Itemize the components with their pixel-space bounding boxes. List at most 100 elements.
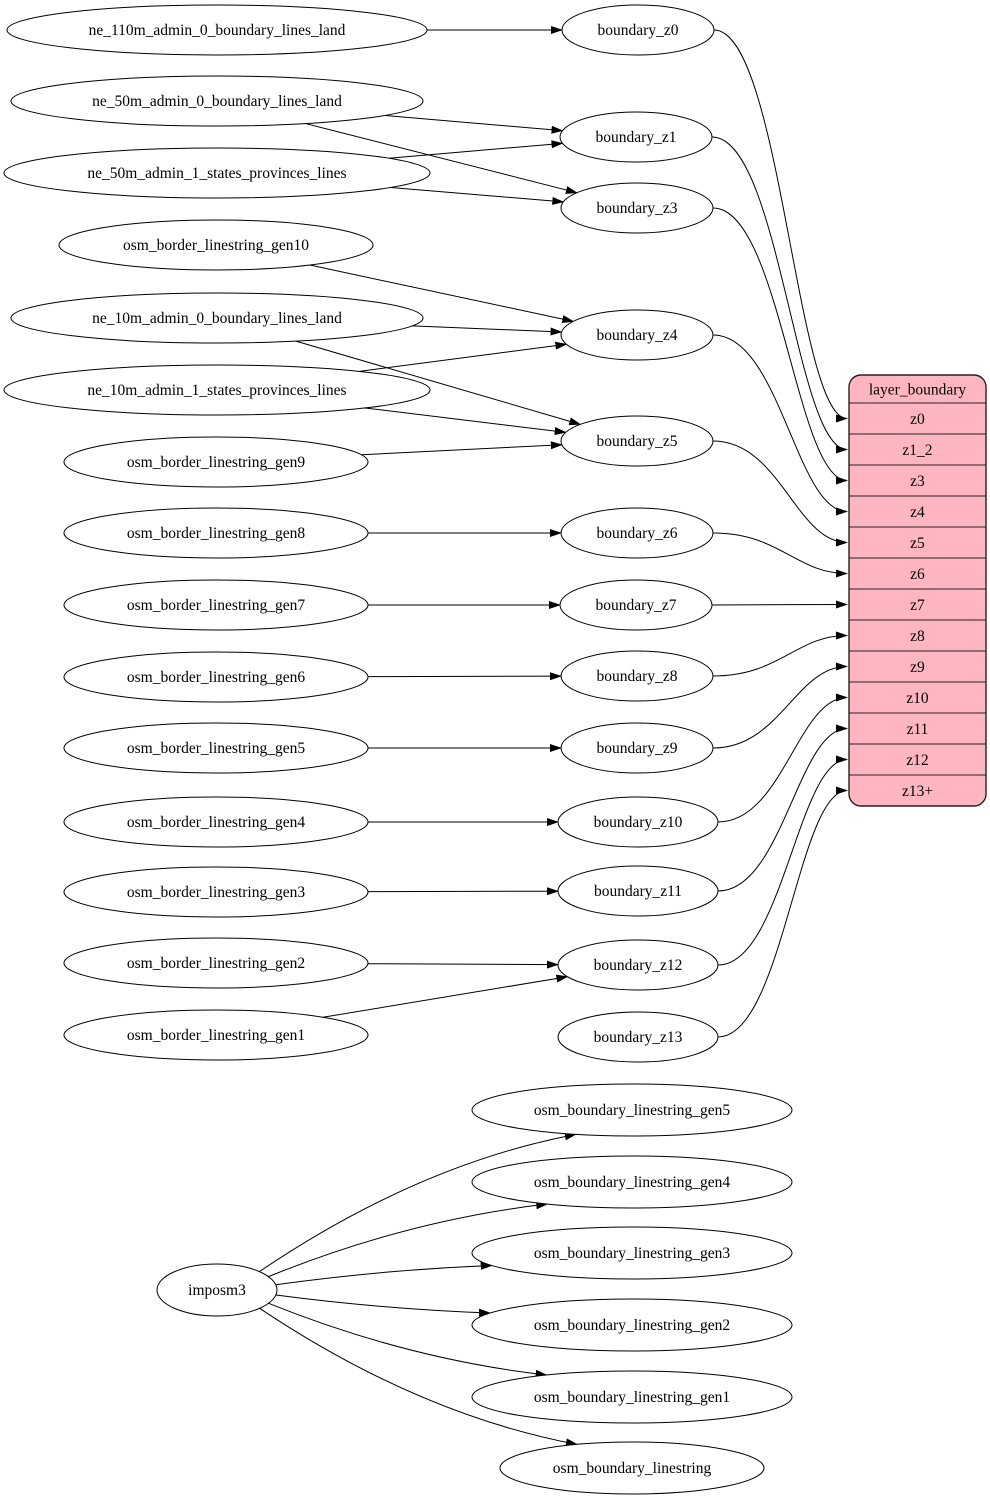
node-boundary_z11: boundary_z11 bbox=[557, 865, 719, 917]
node-boundary_z9: boundary_z9 bbox=[560, 722, 714, 774]
node-boundary_z7: boundary_z7 bbox=[559, 579, 713, 631]
node-osm_border_linestring_gen5: osm_border_linestring_gen5 bbox=[63, 722, 369, 774]
node-shape-ne_110m_admin_0_boundary_lines_land bbox=[6, 4, 428, 56]
table-layer_boundary: layer_boundaryz0z1_2z3z4z5z6z7z8z9z10z11… bbox=[848, 374, 987, 807]
node-label-osm_border_linestring_gen1: osm_border_linestring_gen1 bbox=[127, 1027, 305, 1044]
node-osm_border_linestring_gen8: osm_border_linestring_gen8 bbox=[63, 507, 369, 559]
node-shape-boundary_z12 bbox=[557, 939, 719, 991]
node-shape-osm_border_linestring_gen3 bbox=[63, 866, 369, 918]
node-label-osm_boundary_linestring_gen3: osm_boundary_linestring_gen3 bbox=[534, 1245, 731, 1262]
node-ne_110m_admin_0_boundary_lines_land: ne_110m_admin_0_boundary_lines_land bbox=[6, 4, 428, 56]
table-layer: layer_boundaryz0z1_2z3z4z5z6z7z8z9z10z11… bbox=[848, 374, 987, 807]
node-label-osm_border_linestring_gen4: osm_border_linestring_gen4 bbox=[127, 814, 305, 831]
table-row-z12: z12 bbox=[906, 752, 928, 769]
node-shape-boundary_z13 bbox=[557, 1011, 719, 1063]
node-shape-boundary_z4 bbox=[560, 309, 714, 361]
node-label-osm_boundary_linestring_gen4: osm_boundary_linestring_gen4 bbox=[534, 1174, 731, 1191]
edge-osm_border_linestring_gen1-to-boundary_z12 bbox=[322, 974, 569, 1018]
node-shape-osm_boundary_linestring_gen1 bbox=[471, 1370, 793, 1424]
node-label-osm_boundary_linestring: osm_boundary_linestring bbox=[553, 1460, 712, 1477]
node-label-imposm3: imposm3 bbox=[188, 1282, 246, 1299]
edge-boundary_z7-to-layer_boundary-z7 bbox=[711, 600, 848, 609]
node-osm_boundary_linestring_gen4: osm_boundary_linestring_gen4 bbox=[471, 1155, 793, 1209]
node-label-boundary_z13: boundary_z13 bbox=[594, 1029, 683, 1046]
node-shape-boundary_z5 bbox=[560, 415, 714, 467]
node-osm_border_linestring_gen6: osm_border_linestring_gen6 bbox=[63, 651, 369, 703]
edge-imposm3-to-osm_boundary_linestring_gen1 bbox=[268, 1302, 548, 1378]
node-osm_border_linestring_gen7: osm_border_linestring_gen7 bbox=[63, 579, 369, 631]
node-boundary_z4: boundary_z4 bbox=[560, 309, 714, 361]
edge-boundary_z5-to-layer_boundary-z5 bbox=[712, 440, 848, 547]
edge-ne_10m_admin_1_states_provinces_lines-to-boundary_z5 bbox=[364, 407, 567, 435]
node-ne_10m_admin_1_states_provinces_lines: ne_10m_admin_1_states_provinces_lines bbox=[3, 364, 431, 416]
node-osm_boundary_linestring: osm_boundary_linestring bbox=[499, 1441, 765, 1495]
edge-boundary_z4-to-layer_boundary-z4 bbox=[712, 334, 848, 516]
edge-ne_10m_admin_1_states_provinces_lines-to-boundary_z4 bbox=[359, 341, 568, 372]
node-label-ne_50m_admin_1_states_provinces_lines: ne_50m_admin_1_states_provinces_lines bbox=[87, 165, 346, 182]
node-shape-boundary_z10 bbox=[557, 796, 719, 848]
node-shape-ne_10m_admin_1_states_provinces_lines bbox=[3, 364, 431, 416]
node-label-boundary_z12: boundary_z12 bbox=[594, 957, 683, 974]
node-shape-boundary_z9 bbox=[560, 722, 714, 774]
node-label-osm_boundary_linestring_gen1: osm_boundary_linestring_gen1 bbox=[534, 1389, 730, 1406]
edge-boundary_z0-to-layer_boundary-z0 bbox=[713, 29, 848, 423]
node-label-osm_border_linestring_gen8: osm_border_linestring_gen8 bbox=[127, 525, 305, 542]
node-osm_border_linestring_gen2: osm_border_linestring_gen2 bbox=[63, 937, 369, 989]
node-shape-osm_border_linestring_gen9 bbox=[63, 436, 369, 488]
node-label-osm_boundary_linestring_gen2: osm_boundary_linestring_gen2 bbox=[534, 1317, 730, 1334]
node-osm_boundary_linestring_gen1: osm_boundary_linestring_gen1 bbox=[471, 1370, 793, 1424]
node-osm_boundary_linestring_gen5: osm_boundary_linestring_gen5 bbox=[471, 1083, 793, 1137]
node-label-boundary_z4: boundary_z4 bbox=[597, 327, 678, 344]
node-boundary_z0: boundary_z0 bbox=[561, 4, 715, 56]
node-label-boundary_z8: boundary_z8 bbox=[597, 668, 678, 685]
node-label-boundary_z9: boundary_z9 bbox=[597, 740, 678, 757]
node-imposm3: imposm3 bbox=[156, 1263, 278, 1317]
node-shape-ne_10m_admin_0_boundary_lines_land bbox=[10, 292, 424, 344]
node-shape-osm_border_linestring_gen5 bbox=[63, 722, 369, 774]
node-shape-osm_border_linestring_gen2 bbox=[63, 937, 369, 989]
node-boundary_z5: boundary_z5 bbox=[560, 415, 714, 467]
node-shape-osm_border_linestring_gen10 bbox=[58, 219, 374, 271]
node-boundary_z12: boundary_z12 bbox=[557, 939, 719, 991]
node-label-boundary_z1: boundary_z1 bbox=[596, 129, 677, 146]
node-shape-imposm3 bbox=[156, 1263, 278, 1317]
node-label-boundary_z6: boundary_z6 bbox=[597, 525, 678, 542]
nodes-layer: ne_110m_admin_0_boundary_lines_land ne_50… bbox=[3, 4, 793, 1495]
node-osm_border_linestring_gen3: osm_border_linestring_gen3 bbox=[63, 866, 369, 918]
node-label-osm_border_linestring_gen2: osm_border_linestring_gen2 bbox=[127, 955, 305, 972]
edge-osm_border_linestring_gen10-to-boundary_z4 bbox=[309, 264, 575, 323]
node-shape-osm_boundary_linestring_gen2 bbox=[471, 1298, 793, 1352]
node-shape-ne_50m_admin_1_states_provinces_lines bbox=[3, 147, 431, 199]
node-ne_50m_admin_0_boundary_lines_land: ne_50m_admin_0_boundary_lines_land bbox=[10, 75, 424, 127]
edge-imposm3-to-osm_boundary_linestring_gen4 bbox=[268, 1201, 549, 1278]
node-boundary_z13: boundary_z13 bbox=[557, 1011, 719, 1063]
node-shape-osm_border_linestring_gen4 bbox=[63, 796, 369, 848]
node-label-ne_110m_admin_0_boundary_lines_land: ne_110m_admin_0_boundary_lines_land bbox=[89, 22, 346, 39]
edge-ne_50m_admin_1_states_provinces_lines-to-boundary_z1 bbox=[388, 140, 564, 159]
node-shape-osm_boundary_linestring_gen5 bbox=[471, 1083, 793, 1137]
node-label-osm_border_linestring_gen5: osm_border_linestring_gen5 bbox=[127, 740, 305, 757]
edges-layer bbox=[259, 26, 848, 1447]
table-row-z0: z0 bbox=[910, 411, 925, 428]
node-shape-osm_border_linestring_gen6 bbox=[63, 651, 369, 703]
node-label-ne_50m_admin_0_boundary_lines_land: ne_50m_admin_0_boundary_lines_land bbox=[92, 93, 342, 110]
node-boundary_z3: boundary_z3 bbox=[560, 182, 714, 234]
node-boundary_z8: boundary_z8 bbox=[560, 650, 714, 702]
node-shape-osm_border_linestring_gen7 bbox=[63, 579, 369, 631]
edge-boundary_z11-to-layer_boundary-z11 bbox=[717, 724, 848, 892]
node-label-osm_border_linestring_gen3: osm_border_linestring_gen3 bbox=[127, 884, 305, 901]
node-osm_boundary_linestring_gen3: osm_boundary_linestring_gen3 bbox=[471, 1226, 793, 1280]
table-row-z13+: z13+ bbox=[902, 783, 933, 800]
node-label-boundary_z5: boundary_z5 bbox=[597, 433, 678, 450]
edge-imposm3-to-osm_boundary_linestring_gen5 bbox=[259, 1132, 577, 1273]
node-osm_border_linestring_gen1: osm_border_linestring_gen1 bbox=[63, 1009, 369, 1061]
node-label-boundary_z3: boundary_z3 bbox=[597, 200, 678, 217]
edge-boundary_z6-to-layer_boundary-z6 bbox=[712, 532, 848, 578]
edge-imposm3-to-osm_boundary_linestring bbox=[259, 1307, 578, 1447]
node-boundary_z6: boundary_z6 bbox=[560, 507, 714, 559]
edge-boundary_z8-to-layer_boundary-z8 bbox=[712, 631, 848, 677]
node-shape-boundary_z6 bbox=[560, 507, 714, 559]
edge-boundary_z3-to-layer_boundary-z3 bbox=[712, 207, 848, 485]
edge-ne_10m_admin_0_boundary_lines_land-to-boundary_z4 bbox=[412, 325, 563, 336]
